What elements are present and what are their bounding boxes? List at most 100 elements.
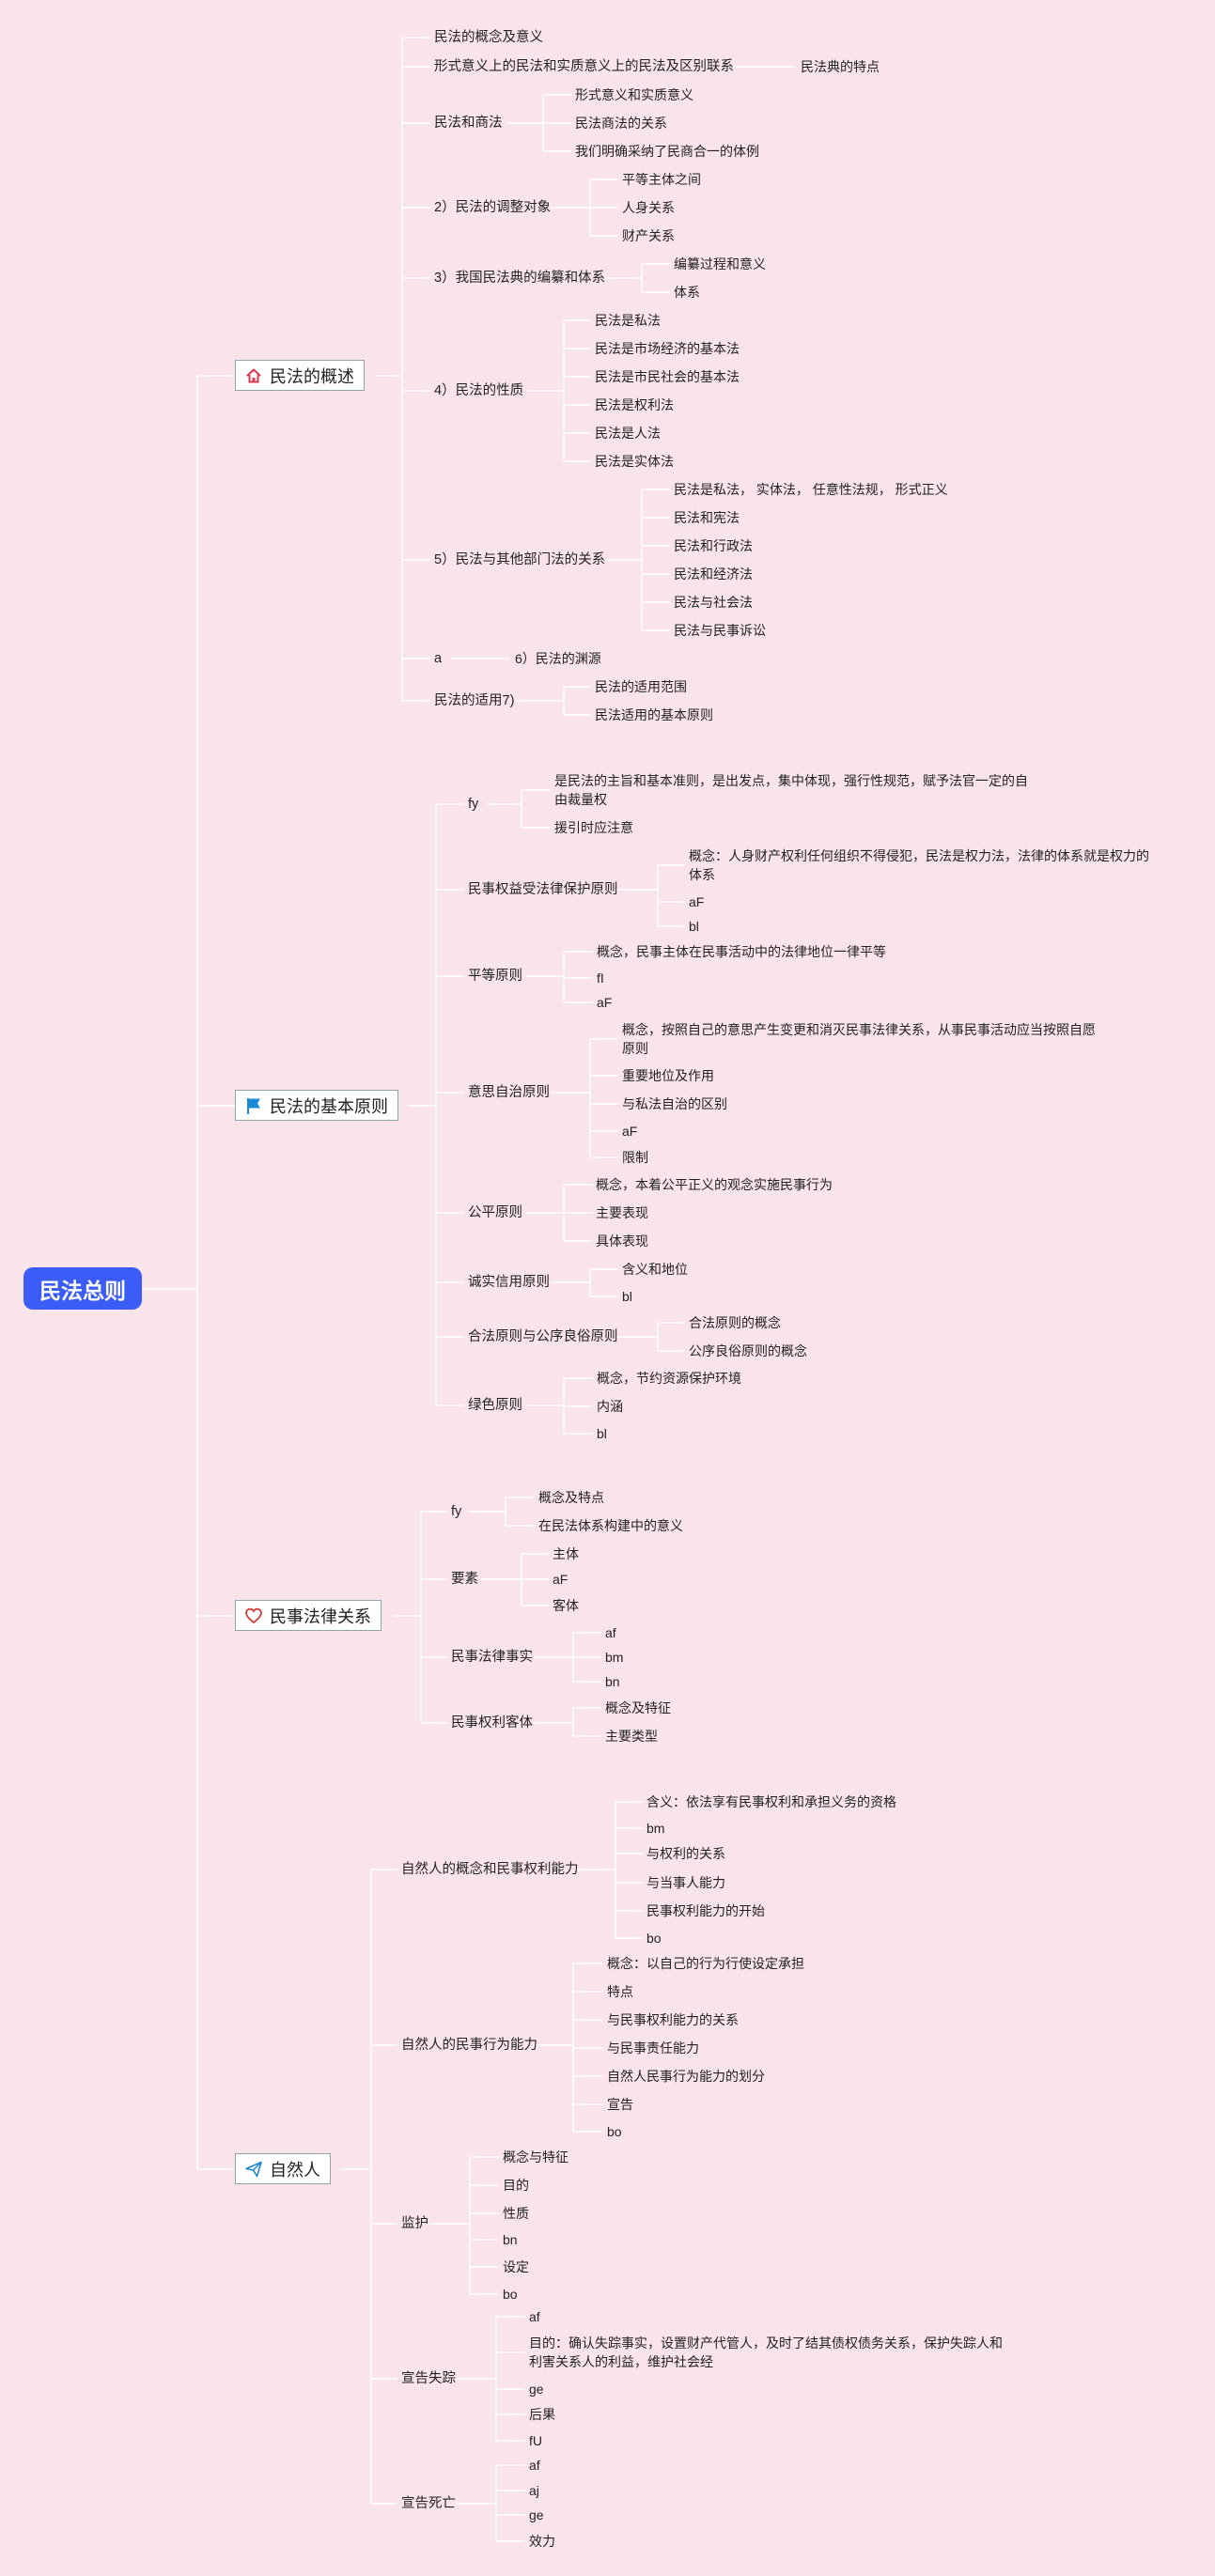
leaf-node[interactable]: 民法和经济法	[674, 566, 753, 582]
leaf-node[interactable]: 宣告	[607, 2097, 633, 2112]
leaf-node[interactable]: 民法和行政法	[674, 538, 753, 553]
subtopic-node[interactable]: 民法和商法	[434, 116, 503, 131]
leaf-node[interactable]: 民法是权利法	[595, 397, 674, 412]
leaf-node[interactable]: 民法是私法	[595, 313, 661, 328]
subtopic-node[interactable]: 宣告死亡	[401, 2496, 456, 2511]
subtopic-node[interactable]: 3）我国民法典的编纂和体系	[434, 271, 606, 286]
leaf-node[interactable]: 民法适用的基本原则	[595, 707, 713, 722]
subtopic-node[interactable]: 监护	[401, 2216, 428, 2231]
leaf-node[interactable]: bo	[607, 2124, 622, 2139]
subtopic-node[interactable]: 诚实信用原则	[468, 1275, 550, 1290]
leaf-node[interactable]: 人身关系	[622, 200, 675, 215]
leaf-node[interactable]: ge	[529, 2507, 544, 2522]
leaf-node[interactable]: 概念，节约资源保护环境	[597, 1371, 741, 1386]
subtopic-node[interactable]: 民事权利客体	[451, 1715, 533, 1730]
subtopic-node[interactable]: 形式意义上的民法和实质意义上的民法及区别联系	[434, 59, 734, 74]
leaf-node[interactable]: 编纂过程和意义	[674, 256, 766, 272]
leaf-node[interactable]: 民法是人法	[595, 426, 661, 441]
leaf-node[interactable]: 概念及特点	[538, 1490, 604, 1505]
leaf-node[interactable]: 主要表现	[596, 1205, 648, 1220]
leaf-node[interactable]: 概念及特征	[605, 1700, 671, 1715]
leaf-node[interactable]: 概念，按照自己的意思产生变更和消灭民事法律关系，从事民事活动应当按照自愿原则	[622, 1022, 1096, 1056]
leaf-node[interactable]: 主要类型	[605, 1729, 658, 1744]
leaf-node[interactable]: 后果	[529, 2407, 555, 2422]
leaf-node[interactable]: aF	[689, 894, 705, 909]
subtopic-node[interactable]: 合法原则与公序良俗原则	[468, 1329, 618, 1344]
subtopic-node[interactable]: 宣告失踪	[401, 2371, 456, 2386]
subtopic-node[interactable]: 公平原则	[468, 1205, 522, 1220]
leaf-node[interactable]: 民法商法的关系	[575, 116, 667, 131]
leaf-node[interactable]: bm	[646, 1821, 665, 1836]
leaf-node[interactable]: aF	[553, 1572, 569, 1587]
subtopic-node[interactable]: 绿色原则	[468, 1398, 522, 1413]
leaf-node[interactable]: 与权利的关系	[646, 1846, 725, 1861]
leaf-node[interactable]: bn	[605, 1674, 620, 1689]
leaf-node[interactable]: 目的	[503, 2178, 529, 2193]
subtopic-node[interactable]: 自然人的概念和民事权利能力	[401, 1862, 579, 1877]
leaf-node[interactable]: 我们明确采纳了民商合一的体例	[575, 144, 759, 159]
leaf-node[interactable]: 民法典的特点	[801, 59, 880, 74]
subtopic-node[interactable]: 自然人的民事行为能力	[401, 2038, 537, 2053]
branch-overview[interactable]: 民法的概述	[235, 360, 365, 391]
leaf-node[interactable]: af	[529, 2458, 540, 2473]
leaf-node[interactable]: 合法原则的概念	[689, 1315, 781, 1330]
branch-civil-legal-relations[interactable]: 民事法律关系	[235, 1600, 382, 1631]
leaf-node[interactable]: 民法是市民社会的基本法	[595, 369, 740, 384]
leaf-node[interactable]: 平等主体之间	[622, 172, 701, 187]
leaf-node[interactable]: 民法是私法， 实体法， 任意性法规， 形式正义	[674, 482, 948, 497]
leaf-node[interactable]: 含义和地位	[622, 1262, 688, 1277]
leaf-node[interactable]: 民事权利能力的开始	[646, 1903, 765, 1918]
subtopic-node[interactable]: 4）民法的性质	[434, 383, 524, 398]
leaf-node[interactable]: 主体	[553, 1546, 579, 1561]
leaf-node[interactable]: 概念：人身财产权利任何组织不得侵犯，民法是权力法，法律的体系就是权力的体系	[689, 848, 1149, 882]
leaf-node[interactable]: 民法是市场经济的基本法	[595, 341, 740, 356]
branch-basic-principles[interactable]: 民法的基本原则	[235, 1090, 398, 1121]
leaf-node[interactable]: aj	[529, 2483, 539, 2498]
leaf-node[interactable]: fI	[597, 970, 604, 985]
leaf-node[interactable]: bo	[646, 1931, 662, 1946]
subtopic-node[interactable]: fy	[468, 797, 479, 812]
leaf-node[interactable]: ge	[529, 2382, 544, 2397]
leaf-node[interactable]: 是民法的主旨和基本准则，是出发点，集中体现，强行性规范，赋予法官一定的自由裁量权	[554, 773, 1028, 807]
leaf-node[interactable]: 与民事权利能力的关系	[607, 2012, 739, 2027]
subtopic-node[interactable]: fy	[451, 1504, 462, 1519]
leaf-node[interactable]: 民法与民事诉讼	[674, 623, 766, 638]
leaf-node[interactable]: 目的：确认失踪事实，设置财产代管人，及时了结其债权债务关系，保护失踪人和利害关系…	[529, 2335, 1003, 2369]
subtopic-node[interactable]: 意思自治原则	[468, 1085, 550, 1100]
leaf-node[interactable]: 概念：以自己的行为行使设定承担	[607, 1956, 804, 1971]
leaf-node[interactable]: bn	[503, 2232, 518, 2247]
leaf-node[interactable]: 形式意义和实质意义	[575, 87, 693, 102]
branch-natural-person[interactable]: 自然人	[235, 2153, 331, 2184]
leaf-node[interactable]: 重要地位及作用	[622, 1068, 714, 1083]
leaf-node[interactable]: 概念，民事主体在民事活动中的法律地位一律平等	[597, 944, 886, 959]
leaf-node[interactable]: 概念与特征	[503, 2149, 569, 2165]
leaf-node[interactable]: af	[529, 2309, 540, 2324]
leaf-node[interactable]: bm	[605, 1650, 624, 1665]
leaf-node[interactable]: 含义：依法享有民事权利和承担义务的资格	[646, 1794, 896, 1809]
leaf-node[interactable]: 财产关系	[622, 228, 675, 243]
leaf-node[interactable]: 特点	[607, 1984, 633, 1999]
leaf-node[interactable]: bl	[689, 919, 699, 934]
leaf-node[interactable]: 概念，本着公平正义的观念实施民事行为	[596, 1177, 833, 1192]
leaf-node[interactable]: 客体	[553, 1598, 579, 1613]
subtopic-node[interactable]: a	[434, 651, 443, 666]
leaf-node[interactable]: aF	[622, 1124, 638, 1139]
leaf-node[interactable]: 与私法自治的区别	[622, 1096, 727, 1111]
leaf-node[interactable]: 在民法体系构建中的意义	[538, 1518, 683, 1533]
leaf-node[interactable]: 体系	[674, 285, 700, 300]
leaf-node[interactable]: 与当事人能力	[646, 1875, 725, 1890]
subtopic-node[interactable]: 民事权益受法律保护原则	[468, 882, 618, 897]
leaf-node[interactable]: 援引时应注意	[554, 820, 633, 835]
leaf-node[interactable]: 效力	[529, 2534, 555, 2549]
leaf-node[interactable]: 自然人民事行为能力的划分	[607, 2069, 765, 2084]
subtopic-node[interactable]: 5）民法与其他部门法的关系	[434, 552, 606, 567]
leaf-node[interactable]: 民法是实体法	[595, 454, 674, 469]
leaf-node[interactable]: 具体表现	[596, 1234, 648, 1249]
leaf-node[interactable]: bl	[622, 1289, 632, 1304]
leaf-node[interactable]: 民法和宪法	[674, 510, 740, 525]
subtopic-node[interactable]: 要素	[451, 1572, 478, 1587]
leaf-node[interactable]: 设定	[503, 2259, 529, 2274]
leaf-node[interactable]: 性质	[503, 2206, 529, 2221]
subtopic-node[interactable]: 民法的适用7)	[434, 693, 515, 708]
leaf-node[interactable]: bl	[597, 1426, 607, 1441]
